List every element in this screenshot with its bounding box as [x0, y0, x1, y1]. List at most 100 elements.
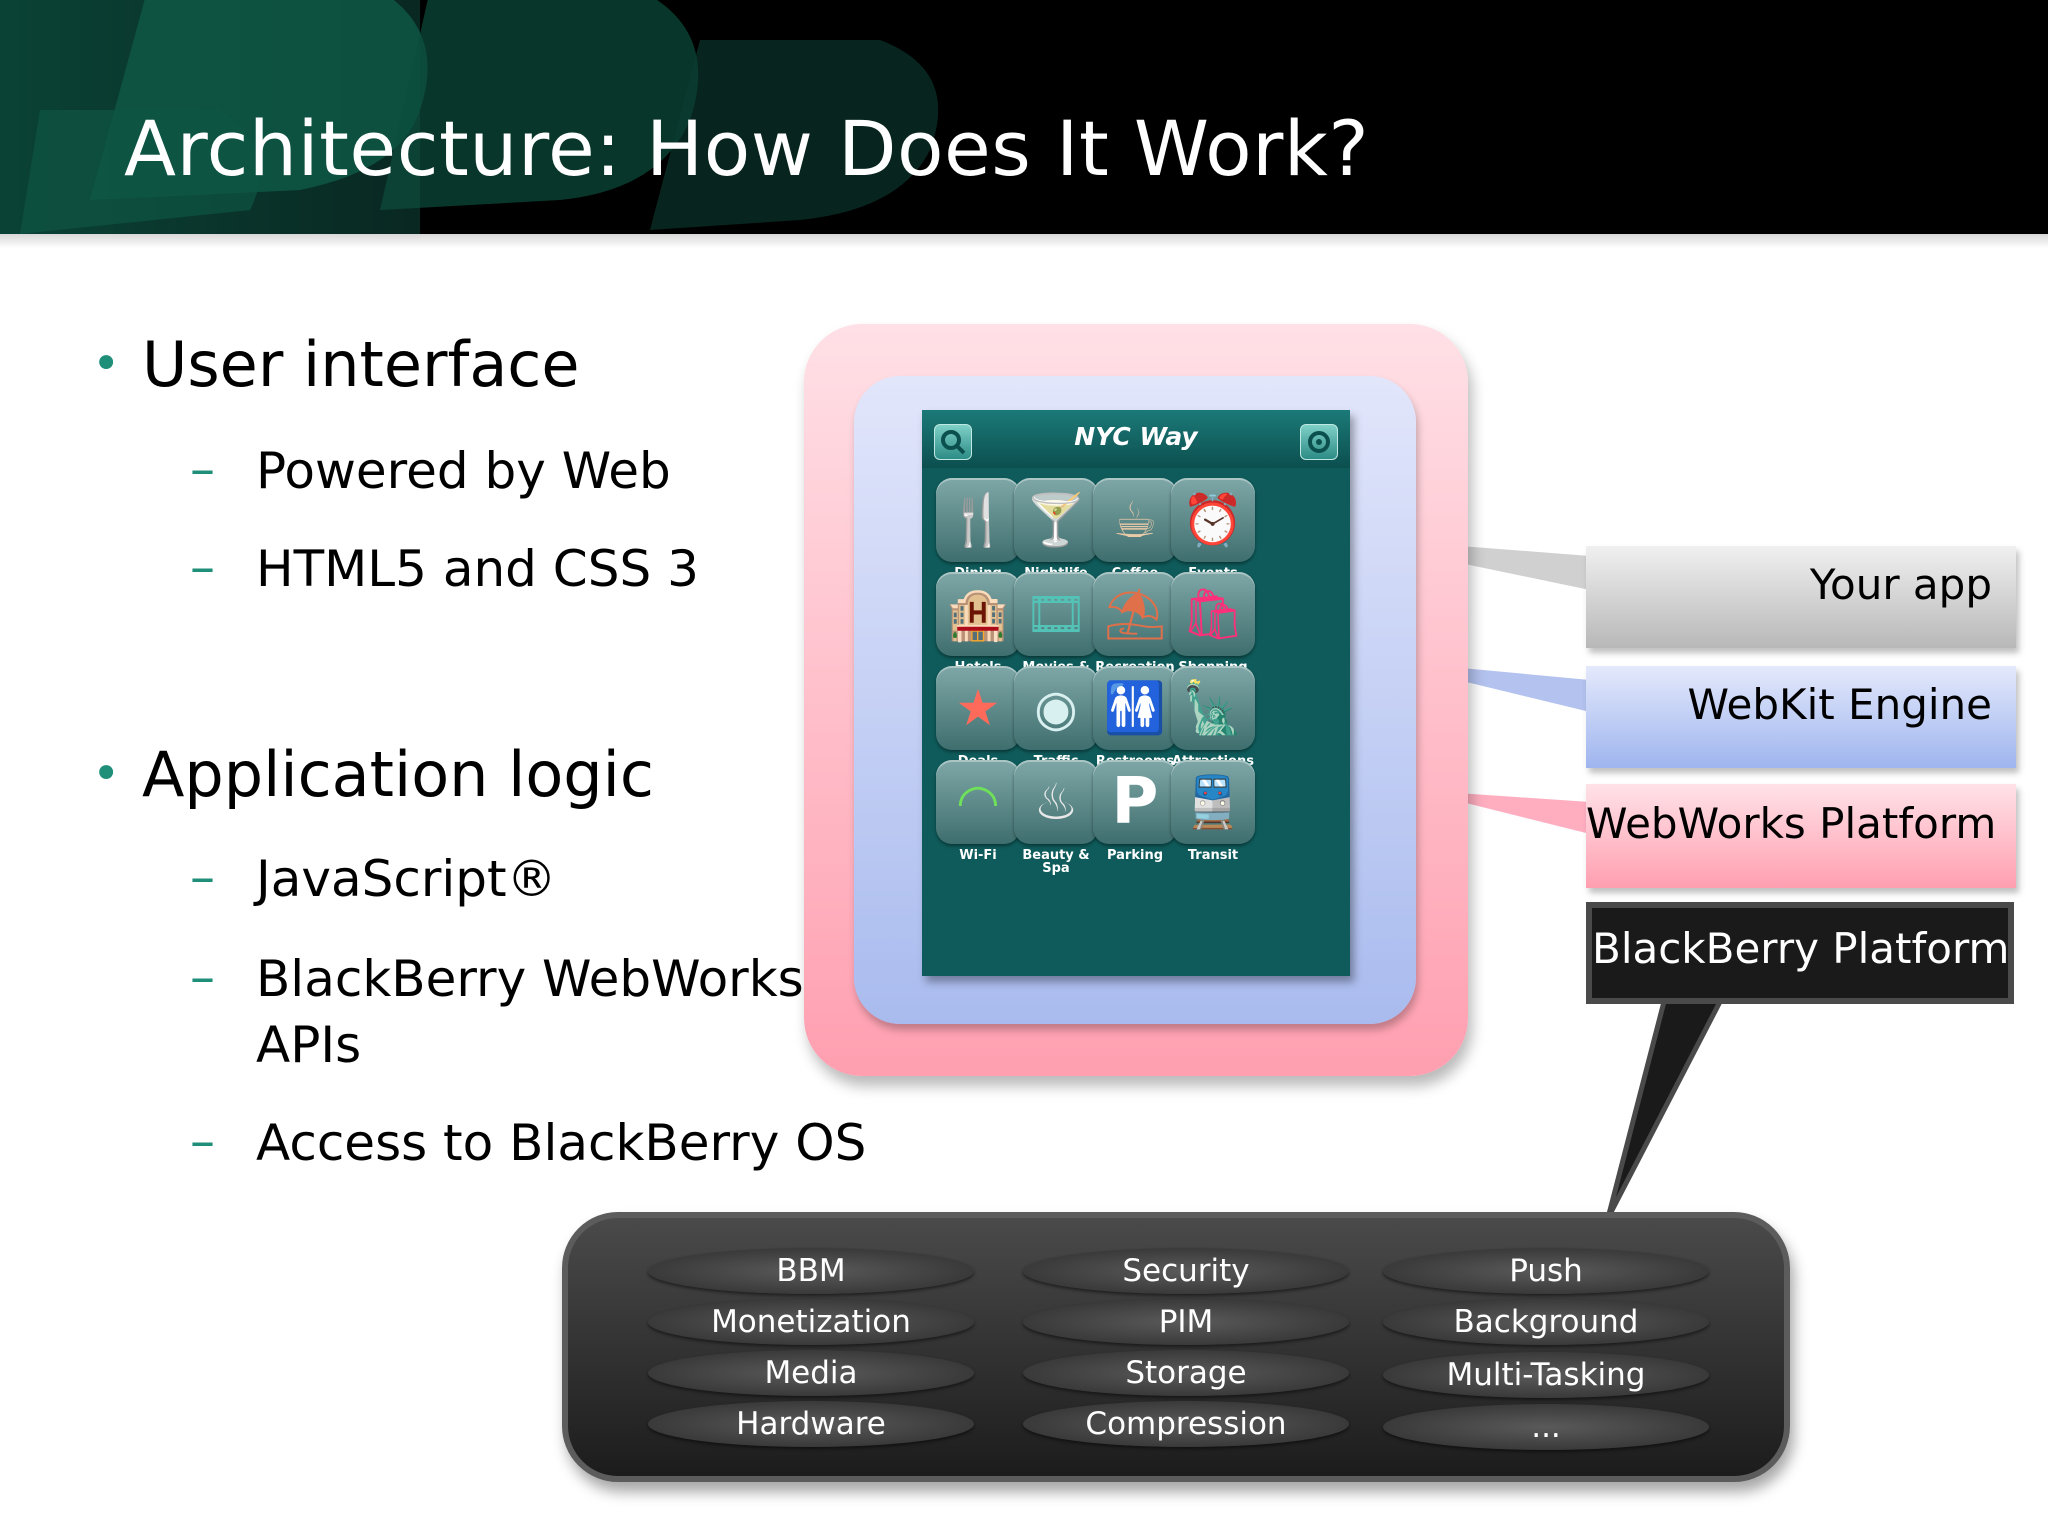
sub-bullet-access-os: – Access to BlackBerry OS — [190, 1112, 867, 1172]
bullet-heading: User interface — [142, 328, 580, 401]
app-screen: NYC Way 🍴Dining🍸Nightlife☕Coffee⏰Events 🏨… — [922, 410, 1350, 976]
settings-icon — [1300, 424, 1338, 460]
sub-bullet-powered-by-web: – Powered by Web — [190, 440, 671, 500]
app-tile[interactable]: P Parking — [1091, 760, 1179, 862]
tile-glyph: 🛍 — [1181, 585, 1245, 643]
sub-bullet-webworks-apis-cont: APIs — [256, 1016, 361, 1074]
slide-header: Architecture: How Does It Work? — [0, 0, 2048, 234]
tile-glyph: 🎞 — [1024, 585, 1088, 643]
app-tile[interactable]: ☕Coffee — [1091, 478, 1179, 580]
feature-media: Media — [648, 1350, 974, 1396]
bullet-heading: Application logic — [142, 738, 654, 811]
tile-glyph: ⏰ — [1181, 491, 1245, 549]
bullet-dot-icon: • — [92, 336, 121, 392]
tile-glyph: P — [1111, 765, 1159, 839]
blackberry-logo-watermark-icon — [0, 0, 939, 234]
tile-label: Beauty & Spa — [1022, 848, 1090, 876]
dash-icon: – — [190, 1112, 215, 1170]
dash-icon: – — [190, 440, 215, 498]
layer-webkit-engine: WebKit Engine — [1586, 666, 2016, 768]
dash-icon: – — [190, 948, 215, 1006]
sub-bullet-text: APIs — [256, 1016, 362, 1074]
tile-glyph: ◠ — [956, 773, 1000, 831]
feature-hardware: Hardware — [648, 1401, 974, 1447]
slide-title: Architecture: How Does It Work? — [124, 104, 1370, 193]
tile-glyph: 🗽 — [1181, 679, 1245, 737]
app-tile[interactable]: 🍸Nightlife — [1012, 478, 1100, 580]
tile-glyph: 🏨 — [946, 585, 1010, 643]
app-tile[interactable]: 🚆 Transit — [1169, 760, 1257, 862]
feature-security: Security — [1023, 1248, 1349, 1294]
tile-glyph: 🚆 — [1181, 773, 1245, 831]
tile-glyph: ☕ — [1112, 491, 1158, 549]
header-divider — [0, 234, 2048, 248]
app-tile[interactable]: 🗽Attractions — [1169, 666, 1257, 768]
sub-bullet-text: Powered by Web — [256, 442, 671, 500]
app-title: NYC Way — [1074, 422, 1198, 451]
restroom-icon: 🚻 — [1093, 666, 1177, 750]
shopping-bag-icon: 🛍 — [1171, 572, 1255, 656]
tile-label: Parking — [1106, 848, 1164, 863]
app-tile[interactable]: ⏰Events — [1169, 478, 1257, 580]
parking-icon: P — [1093, 760, 1177, 844]
sub-bullet-text: BlackBerry WebWorks — [256, 950, 804, 1008]
hair-dryer-icon: ♨ — [1014, 760, 1098, 844]
app-header — [922, 410, 1350, 468]
feature-compression: Compression — [1023, 1401, 1349, 1447]
feature-push: Push — [1383, 1248, 1709, 1294]
app-tile[interactable]: 🏨Hotels — [934, 572, 1022, 674]
tile-glyph: 🚻 — [1103, 679, 1167, 737]
wifi-icon: ◠ — [936, 760, 1020, 844]
dining-icon: 🍴 — [936, 478, 1020, 562]
sub-bullet-text: JavaScript® — [256, 850, 557, 908]
bullet-application-logic: • Application logic — [92, 738, 654, 811]
search-icon — [934, 424, 972, 460]
statue-of-liberty-icon: 🗽 — [1171, 666, 1255, 750]
alarm-clock-icon: ⏰ — [1171, 478, 1255, 562]
sub-bullet-text: HTML5 and CSS 3 — [256, 540, 699, 598]
tile-glyph: ★ — [955, 679, 1001, 737]
feature-more: ... — [1383, 1404, 1709, 1450]
app-tile[interactable]: ⛱Recreation — [1091, 572, 1179, 674]
feature-monetization: Monetization — [648, 1299, 974, 1345]
sub-bullet-javascript: – JavaScript® — [190, 848, 557, 908]
dash-icon: – — [190, 538, 215, 596]
app-tile[interactable]: ♨ Beauty & Spa — [1012, 760, 1100, 875]
app-tile[interactable]: 🛍Shopping — [1169, 572, 1257, 674]
tile-glyph: ⛱ — [1103, 585, 1167, 643]
app-tile[interactable]: ◠ Wi-Fi — [934, 760, 1022, 862]
layer-webworks-platform: WebWorks Platform — [1586, 784, 2016, 888]
tile-label: Transit — [1187, 848, 1239, 863]
layer-your-app: Your app — [1586, 546, 2016, 648]
train-icon: 🚆 — [1171, 760, 1255, 844]
sub-bullet-text: Access to BlackBerry OS — [256, 1114, 867, 1172]
dash-icon: – — [190, 848, 215, 906]
sub-bullet-html5-css3: – HTML5 and CSS 3 — [190, 538, 699, 598]
cocktail-icon: 🍸 — [1014, 478, 1098, 562]
tile-label: Wi-Fi — [959, 848, 997, 863]
star-icon: ★ — [936, 666, 1020, 750]
tile-glyph: ◉ — [1034, 679, 1078, 737]
beach-chair-icon: ⛱ — [1093, 572, 1177, 656]
callout-pointer — [1605, 991, 1729, 1220]
feature-multi-tasking: Multi-Tasking — [1383, 1352, 1709, 1398]
feature-background: Background — [1383, 1299, 1709, 1345]
hotel-icon: 🏨 — [936, 572, 1020, 656]
app-tile[interactable]: 🍴Dining — [934, 478, 1022, 580]
app-tile[interactable]: 🚻Restrooms — [1091, 666, 1179, 768]
tile-glyph: 🍸 — [1024, 491, 1088, 549]
feature-bbm: BBM — [648, 1248, 974, 1294]
platform-features-panel: BBM Security Push Monetization PIM Backg… — [562, 1212, 1790, 1482]
feature-pim: PIM — [1023, 1299, 1349, 1345]
sub-bullet-webworks-apis: – BlackBerry WebWorks — [190, 948, 804, 1008]
app-tile[interactable]: ★Deals — [934, 666, 1022, 768]
tile-glyph: 🍴 — [946, 491, 1010, 549]
bullet-dot-icon: • — [92, 746, 121, 802]
tile-glyph: ♨ — [1033, 773, 1079, 831]
film-reel-icon: 🎞 — [1014, 572, 1098, 656]
coffee-icon: ☕ — [1093, 478, 1177, 562]
feature-storage: Storage — [1023, 1350, 1349, 1396]
camera-icon: ◉ — [1014, 666, 1098, 750]
bullet-user-interface: • User interface — [92, 328, 580, 401]
layer-blackberry-platform: BlackBerry Platform — [1586, 902, 2014, 1004]
